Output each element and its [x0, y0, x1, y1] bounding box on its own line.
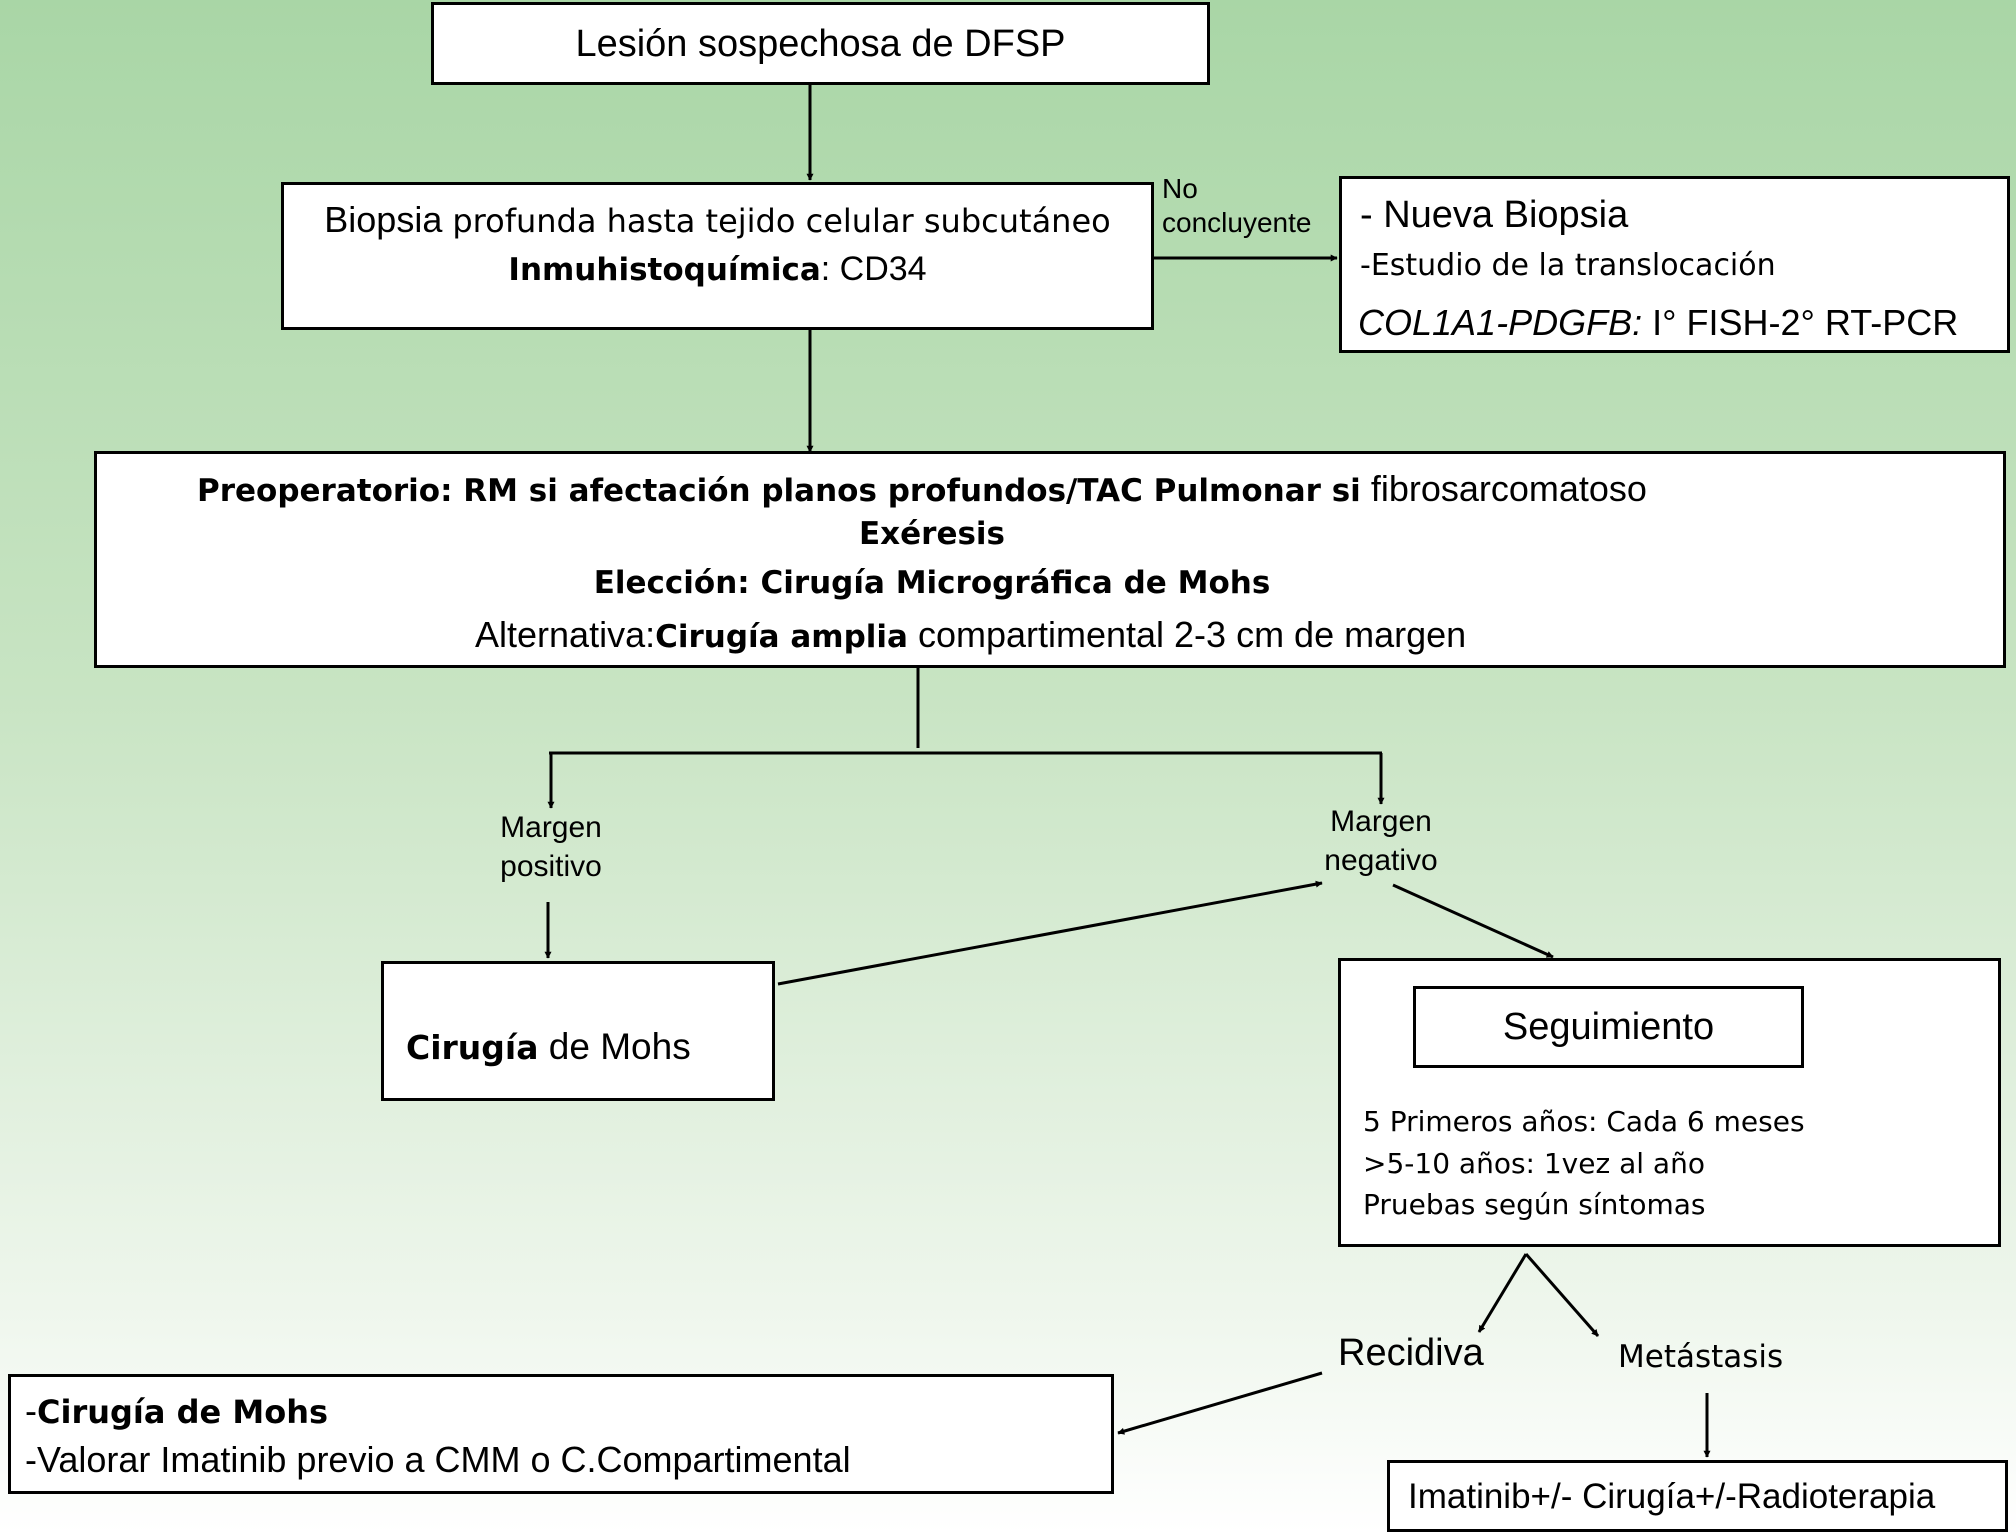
followup-line1: 5 Primeros años: Cada 6 meses: [1363, 1105, 1805, 1138]
margin-negative-line1: Margen: [1330, 805, 1432, 838]
edge-label-line2: concluyente: [1162, 206, 1312, 238]
metastasis-label: Metástasis: [1618, 1339, 1784, 1375]
mohs-rest: de Mohs: [538, 1026, 691, 1067]
recurrence-dash: -: [25, 1390, 37, 1431]
mohs-bold: Cirugía: [406, 1028, 539, 1067]
margin-positive-label: Margen positivo: [468, 808, 634, 886]
preop-line1: Preoperatorio: RM si afectación planos p…: [197, 469, 1647, 509]
alternative-label: Alternativa:: [475, 614, 656, 655]
gene-fusion-label: COL1A1-PDGFB:: [1358, 302, 1643, 343]
ihc-label: Inmuhistoquímica: [508, 252, 821, 288]
metastasis-treatment-node: Imatinib+/- Cirugía+/-Radioterapia: [1387, 1460, 2008, 1532]
preop-fibro-text: fibrosarcomatoso: [1360, 468, 1647, 509]
mohs-label: Cirugía de Mohs: [406, 1026, 691, 1068]
followup-node: Seguimiento 5 Primeros años: Cada 6 mese…: [1338, 958, 2001, 1247]
biopsy-depth-text: profunda hasta tejido celular subcutáneo: [452, 202, 1111, 240]
biopsy-word: Biopsia: [324, 199, 443, 240]
new-biopsy-line3: COL1A1-PDGFB: I° FISH-2° RT-PCR: [1358, 303, 1958, 343]
biopsy-node: Biopsia profunda hasta tejido celular su…: [281, 182, 1154, 330]
followup-title-box: Seguimiento: [1413, 986, 1804, 1068]
edge-label-line1: No: [1162, 173, 1198, 204]
wide-surgery-text: Cirugía amplia: [655, 619, 908, 655]
biopsy-line2: Inmuhistoquímica: CD34: [284, 250, 1151, 288]
followup-line3: Pruebas según síntomas: [1363, 1188, 1706, 1221]
new-biopsy-line2: -Estudio de la translocación: [1360, 248, 1776, 283]
preop-imaging-text: Preoperatorio: RM si afectación planos p…: [197, 473, 1361, 509]
new-biopsy-node: - Nueva Biopsia -Estudio de la transloca…: [1339, 176, 2010, 353]
metastasis-treatment-label: Imatinib+/- Cirugía+/-Radioterapia: [1408, 1477, 1936, 1516]
biopsy-line1: Biopsia profunda hasta tejido celular su…: [284, 200, 1151, 240]
arrow-negative-to-followup: [1392, 883, 1554, 959]
arrow-followup-to-recurrence: [1477, 1253, 1528, 1333]
recurrence-mohs: Cirugía de Mohs: [37, 1393, 329, 1431]
arrow-recurrence-to-box: [1117, 1371, 1323, 1435]
recurrence-line2: -Valorar Imatinib previo a CMM o C.Compa…: [25, 1439, 851, 1480]
compartmental-text: compartimental 2-3 cm de margen: [907, 614, 1467, 655]
test-order: I° FISH-2° RT-PCR: [1642, 302, 1959, 343]
ihc-value: : CD34: [820, 250, 927, 288]
start-label: Lesión sospechosa de DFSP: [575, 23, 1066, 65]
mohs-surgery-node: Cirugía de Mohs: [381, 961, 775, 1101]
margin-positive-line1: Margen: [500, 811, 602, 844]
followup-title: Seguimiento: [1502, 1006, 1715, 1048]
margin-negative-line2: negativo: [1324, 844, 1438, 877]
arrow-mohs-to-negative: [777, 880, 1323, 986]
excision-heading: Exéresis: [858, 516, 1006, 552]
recurrence-treatment-node: -Cirugía de Mohs -Valorar Imatinib previ…: [8, 1374, 1114, 1494]
margin-positive-line2: positivo: [500, 850, 602, 883]
margin-negative-label: Margen negativo: [1296, 802, 1466, 880]
recurrence-label: Recidiva: [1338, 1332, 1484, 1374]
alternative-line: Alternativa:Cirugía amplia compartimenta…: [475, 615, 1466, 655]
election-mohs: Elección: Cirugía Micrográfica de Mohs: [593, 565, 1271, 601]
preop-excision-node: Preoperatorio: RM si afectación planos p…: [94, 451, 2006, 668]
recurrence-line1: -Cirugía de Mohs: [25, 1391, 328, 1431]
start-node: Lesión sospechosa de DFSP: [431, 2, 1210, 85]
edge-label-no-concluyente: No concluyente: [1162, 172, 1311, 239]
followup-line2: >5-10 años: 1vez al año: [1363, 1147, 1705, 1180]
arrow-followup-to-metastasis: [1524, 1253, 1600, 1337]
new-biopsy-line1: - Nueva Biopsia: [1360, 194, 1629, 236]
